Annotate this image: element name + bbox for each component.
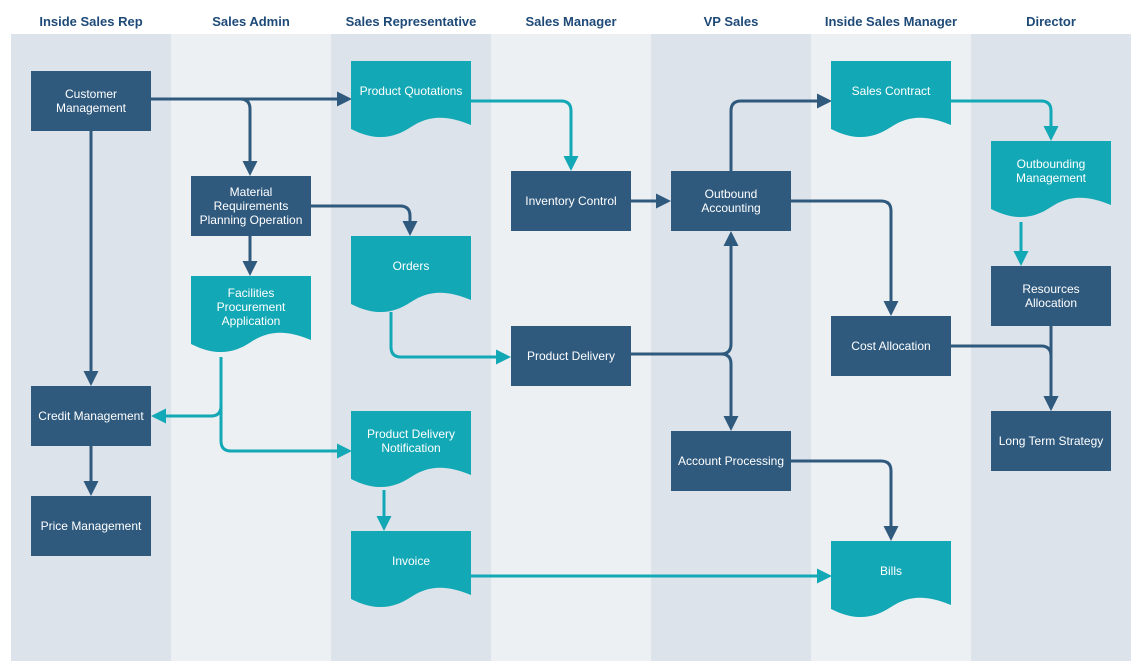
long-term-strategy-box: Long Term Strategy [991, 411, 1111, 471]
outbound-accounting-box: Outbound Accounting [671, 171, 791, 231]
resources-allocation-box: Resources Allocation [991, 266, 1111, 326]
price-management-label: Price Management [40, 519, 142, 533]
bills-document: Bills [831, 541, 951, 622]
lane-title-inside-sales-manager: Inside Sales Manager [824, 14, 958, 29]
arrow-outbound-to-sales-contract [729, 93, 832, 171]
outbounding-management-document: Outbounding Management [991, 141, 1111, 222]
cost-allocation-box: Cost Allocation [831, 316, 951, 376]
outbounding-management-label: Outbounding Management [1015, 157, 1087, 185]
lane-title-director: Director [1026, 14, 1076, 29]
bills-label: Bills [879, 564, 902, 578]
customer-management-label: Customer Management [55, 87, 127, 115]
arrow-mrp-to-orders [310, 204, 418, 236]
sales-contract-label: Sales Contract [851, 84, 931, 98]
lane-title-vp-sales: VP Sales [703, 14, 759, 29]
product-delivery-box: Product Delivery [511, 326, 631, 386]
facilities-procurement-label: Facilities Procurement Application [216, 286, 286, 328]
document-shape [991, 141, 1111, 218]
document-shape [351, 236, 471, 313]
arrow-customer-to-mrp [151, 97, 258, 176]
arrow-facilities-to-credit [151, 357, 223, 424]
product-quotations-label: Product Quotations [359, 84, 463, 98]
arrow-facilities-to-delivery-notification [219, 357, 352, 459]
invoice-document: Invoice [351, 531, 471, 612]
arrow-cost-allocation-to-long-term [951, 344, 1059, 411]
orders-label: Orders [392, 259, 430, 273]
arrow-outbound-to-cost-allocation [791, 199, 899, 316]
customer-management-box: Customer Management [31, 71, 151, 131]
document-shape [351, 531, 471, 608]
arrow-quotations-to-inventory [471, 99, 579, 171]
arrow-orders-to-product-delivery [389, 312, 511, 365]
mrp-operation-box: Material Requirements Planning Operation [191, 176, 311, 236]
facilities-procurement-document: Facilities Procurement Application [191, 276, 311, 357]
price-management-box: Price Management [31, 496, 151, 556]
arrow-product-delivery-to-outbound [631, 231, 739, 356]
document-shape [191, 276, 311, 353]
document-shape [831, 61, 951, 138]
credit-management-box: Credit Management [31, 386, 151, 446]
product-delivery-label: Product Delivery [526, 349, 616, 363]
outbound-accounting-label: Outbound Accounting [701, 187, 761, 215]
arrow-sales-contract-to-outbounding [951, 99, 1059, 141]
arrow-account-processing-to-bills [791, 459, 899, 541]
document-shape [351, 61, 471, 138]
inventory-control-box: Inventory Control [511, 171, 631, 231]
account-processing-label: Account Processing [677, 454, 785, 468]
lane-title-sales-manager: Sales Manager [525, 14, 617, 29]
product-delivery-notification-label: Product Delivery Notification [366, 427, 456, 455]
long-term-strategy-label: Long Term Strategy [998, 434, 1104, 448]
lane-title-inside-sales-rep: Inside Sales Rep [39, 14, 143, 29]
inventory-control-label: Inventory Control [525, 194, 617, 208]
account-processing-box: Account Processing [671, 431, 791, 491]
arrow-product-delivery-to-account-processing [720, 352, 739, 431]
resources-allocation-label: Resources Allocation [1022, 282, 1080, 310]
product-quotations-document: Product Quotations [351, 61, 471, 142]
sales-contract-document: Sales Contract [831, 61, 951, 142]
credit-management-label: Credit Management [38, 409, 144, 423]
document-shape [351, 411, 471, 488]
invoice-label: Invoice [391, 554, 431, 568]
orders-document: Orders [351, 236, 471, 317]
mrp-operation-label: Material Requirements Planning Operation [199, 185, 303, 227]
lane-title-sales-admin: Sales Admin [212, 14, 290, 29]
product-delivery-notification-document: Product Delivery Notification [351, 411, 471, 492]
cost-allocation-label: Cost Allocation [851, 339, 931, 353]
lane-title-sales-representative: Sales Representative [345, 14, 477, 29]
document-shape [831, 541, 951, 618]
